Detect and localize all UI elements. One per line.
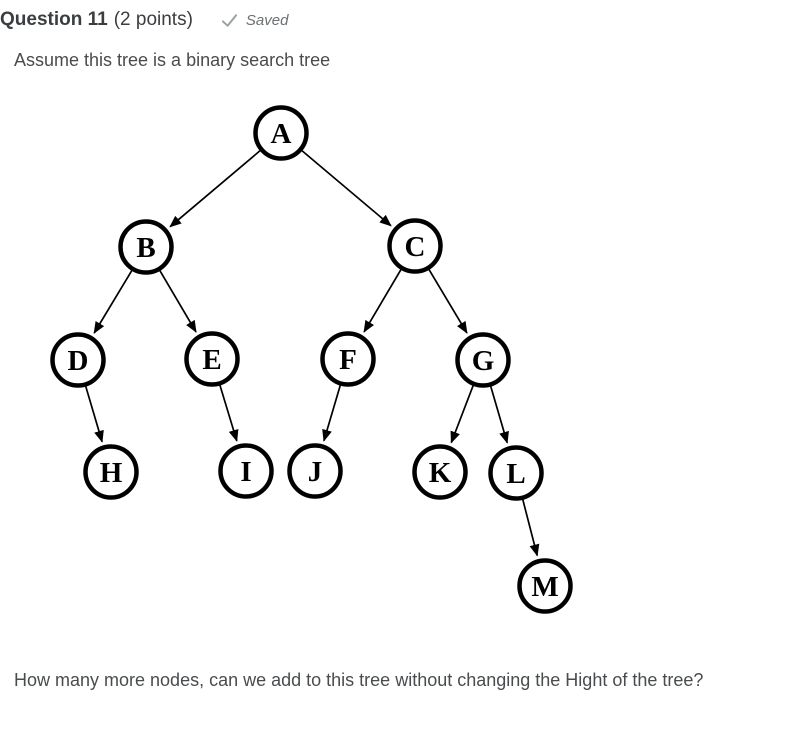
tree-edge-A-C [301,149,392,227]
node-label: F [339,344,357,376]
node-circle [50,332,106,388]
tree-edge-D-H [84,385,104,443]
tree-node-E: E [184,331,240,387]
node-label: D [68,345,89,377]
tree-node-J: J [287,443,343,499]
node-label: M [531,571,558,603]
question-points: (2 points) [113,9,193,30]
tree-node-F: F [320,331,376,387]
node-circle [218,443,274,499]
node-label: I [240,456,251,488]
tree-node-D: D [50,332,106,388]
node-label: B [136,232,155,264]
tree-node-L: L [488,445,544,501]
node-circle [83,444,139,500]
question-text: How many more nodes, can we add to this … [14,670,704,690]
tree-node-C: C [387,218,443,274]
tree-edge-L-M [521,498,540,557]
tree-edge-B-E [158,269,197,333]
node-label: A [271,118,292,150]
node-circle [118,219,174,275]
node-circle [287,443,343,499]
question-title: Question 11 [0,9,108,30]
checkmark-icon [221,13,238,27]
tree-node-K: K [412,444,468,500]
question-prompt: Assume this tree is a binary search tree [14,50,331,70]
node-circle [455,332,511,388]
node-label: C [405,231,426,263]
saved-status: Saved [221,11,289,29]
tree-node-B: B [118,219,174,275]
tree-node-A: A [253,105,309,161]
node-label: L [506,458,525,490]
tree-node-I: I [218,443,274,499]
tree-edge-B-D [93,269,133,334]
node-circle [184,331,240,387]
tree-edge-A-B [169,149,261,228]
tree-node-M: M [517,558,573,614]
node-circle [488,445,544,501]
tree-edge-C-G [428,268,468,334]
tree-edge-E-I [218,384,239,442]
tree-edge-C-F [363,268,402,333]
node-label: G [472,345,495,377]
tree-nodes: A B C D E F G H I J K L M [50,105,573,614]
tree-node-G: G [455,332,511,388]
node-label: K [429,457,452,489]
node-label: E [202,344,221,376]
node-circle [517,558,573,614]
node-label: H [100,457,123,489]
tree-edge-G-K [450,384,475,444]
tree-edge-G-L [489,385,509,444]
node-circle [412,444,468,500]
saved-label: Saved [245,11,289,29]
node-circle [253,105,309,161]
tree-node-H: H [83,444,139,500]
node-label: J [308,456,323,488]
node-circle [387,218,443,274]
tree-edges [84,149,540,557]
node-circle [320,331,376,387]
tree-edge-F-J [322,384,342,442]
question-header: Question 11 (2 points) Saved [0,9,288,31]
